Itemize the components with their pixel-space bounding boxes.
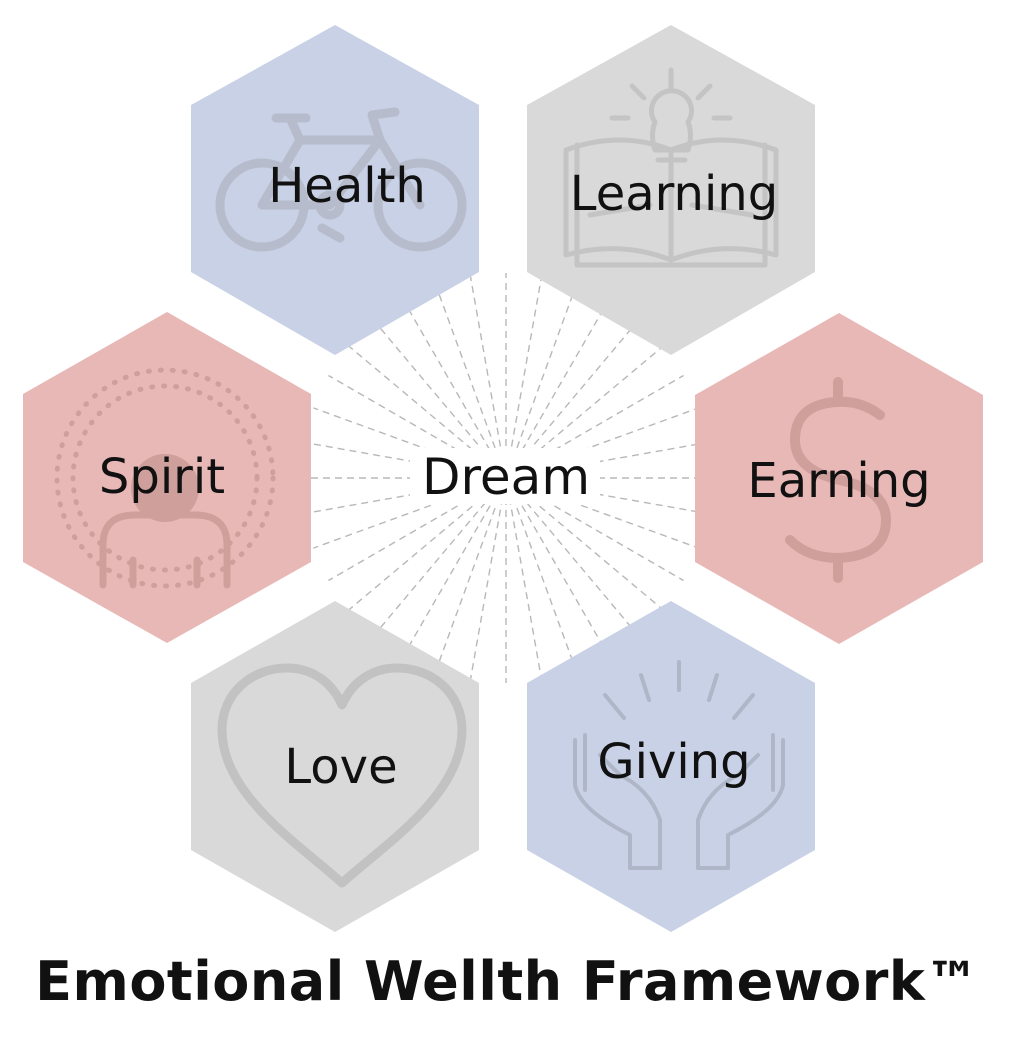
dream-ray xyxy=(402,484,503,656)
dream-ray xyxy=(513,407,699,476)
dream-ray xyxy=(509,300,610,472)
dream-ray xyxy=(513,480,699,549)
dream-rays xyxy=(301,273,711,683)
hex-love: Love xyxy=(191,601,479,932)
hex-health-label: Health xyxy=(268,158,426,214)
dream-ray xyxy=(513,441,709,478)
hex-learning: Learning xyxy=(527,25,815,355)
hex-earning-label: Earning xyxy=(747,453,930,509)
open-hands-icon xyxy=(573,660,785,870)
dream-ray xyxy=(509,484,610,656)
dream-label: Dream xyxy=(422,448,590,506)
person-aura-icon xyxy=(54,367,276,589)
dream-ray xyxy=(402,300,503,472)
hex-love-shape xyxy=(191,601,479,932)
dream-ray xyxy=(373,483,502,636)
hex-giving-shape xyxy=(527,601,815,932)
hex-earning: Earning xyxy=(695,313,983,644)
hex-spirit: Spirit xyxy=(23,312,311,643)
dream-ray xyxy=(313,480,499,549)
dream-ray xyxy=(303,441,499,478)
dream-ray xyxy=(512,481,684,582)
dream-ray xyxy=(373,320,502,473)
dream-ray xyxy=(511,482,664,611)
dream-ray xyxy=(510,483,639,636)
dream-ray xyxy=(469,275,506,471)
hex-spirit-label: Spirit xyxy=(99,449,225,505)
dream-ray xyxy=(508,285,577,471)
dream-ray xyxy=(348,345,501,474)
hex-love-label: Love xyxy=(284,739,397,795)
dream-ray xyxy=(510,320,639,473)
dream-ray xyxy=(506,275,543,471)
hex-giving: Giving xyxy=(527,601,815,932)
framework-title: Emotional Wellth Framework™ xyxy=(35,950,980,1013)
hex-health-shape xyxy=(191,25,479,355)
dream-ray xyxy=(328,481,500,582)
dream-ray xyxy=(328,374,500,475)
dream-ray xyxy=(511,345,664,474)
dream-ray xyxy=(435,485,504,671)
heart-icon xyxy=(217,663,467,888)
dream-ray xyxy=(348,482,501,611)
dollar-icon xyxy=(785,377,891,583)
dream-ray xyxy=(508,485,577,671)
hex-giving-label: Giving xyxy=(597,734,750,790)
dream-ray xyxy=(512,374,684,475)
dream-ray xyxy=(303,478,499,515)
dream-ray xyxy=(469,485,506,681)
book-lightbulb-icon xyxy=(563,67,779,268)
hex-learning-label: Learning xyxy=(570,166,778,222)
dream-ray xyxy=(506,485,543,681)
hex-health: Health xyxy=(191,25,479,355)
dream-ray xyxy=(435,285,504,471)
bicycle-icon xyxy=(215,107,467,252)
dream-label-backdrop xyxy=(410,448,600,504)
dream-ray xyxy=(513,478,709,515)
dream-ray xyxy=(313,407,499,476)
